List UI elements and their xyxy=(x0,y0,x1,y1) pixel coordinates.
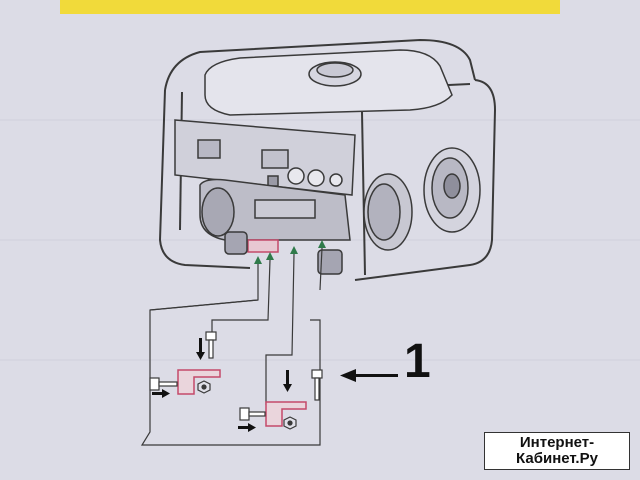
watermark-line-1: Интернет- xyxy=(519,434,595,451)
installed-brackets xyxy=(247,239,279,253)
alternator xyxy=(363,147,481,251)
down-arrow-upper xyxy=(196,338,205,360)
bolt-vertical-upper xyxy=(205,331,217,359)
bolt-vertical-lower xyxy=(311,369,323,401)
bracket-upper xyxy=(177,369,221,395)
yellow-header-band xyxy=(60,0,560,14)
generator-frame xyxy=(158,38,497,281)
control-panel xyxy=(174,119,356,196)
watermark-badge: Интернет- Кабинет.Ру xyxy=(484,432,630,470)
bolt-horizontal-upper xyxy=(149,377,178,391)
engine-block xyxy=(199,178,351,241)
watermark-line-2: Кабинет.Ру xyxy=(516,450,598,467)
step-number-label: 1 xyxy=(404,335,431,388)
down-arrow-lower xyxy=(283,370,292,392)
nut-upper xyxy=(197,380,211,394)
wheel-mounts xyxy=(224,231,343,275)
fuel-tank xyxy=(204,49,453,116)
step-pointer-arrow xyxy=(340,369,398,382)
connector-lines xyxy=(140,247,323,446)
nut-lower xyxy=(283,416,297,430)
bolt-horizontal-lower xyxy=(239,407,266,421)
right-arrow-lower xyxy=(238,423,256,432)
bracket-lower xyxy=(265,401,307,427)
right-arrow-upper xyxy=(152,389,170,398)
green-up-arrows xyxy=(254,240,326,264)
